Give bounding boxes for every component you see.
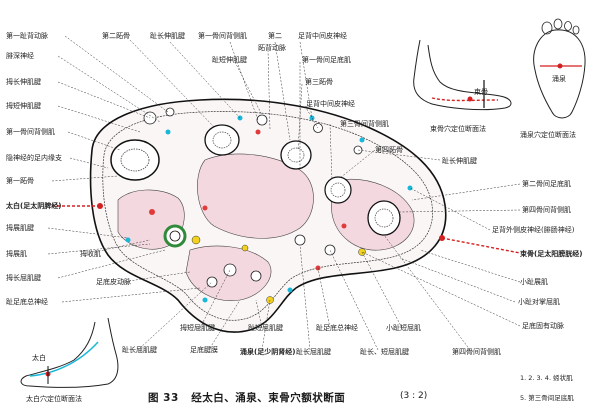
label-third-dorsal-interosseous: 第三骨间背侧肌 (340, 120, 389, 128)
label-saphenous-nerve-branch: 隐神经的足内缘支 (6, 154, 62, 162)
label-abductor-hallucis: 拇展肌 (6, 250, 27, 258)
label-fourth-metatarsal: 第四跖骨 (375, 146, 403, 154)
label-fdl-tendon-1: 趾长屈肌腱 (122, 346, 157, 354)
label-dorsal-metatarsal-artery: 跖背动脉 (258, 44, 286, 52)
note-lumbricals: 1. 2. 3. 4. 蚓状肌 (520, 374, 573, 382)
label-intermediate-dorsal-cutaneous-nerve-2: 足背中间皮神经 (306, 100, 355, 108)
figure-title: 经太白、涌泉、束骨穴额状断面 (191, 392, 346, 404)
label-ehb-tendon: 拇短伸肌腱 (6, 102, 41, 110)
figure-number: 图 33 (148, 392, 179, 404)
label-plantar-aponeurosis: 足底腱膜 (190, 346, 218, 354)
label-first-metatarsal: 第一跖骨 (6, 177, 34, 185)
label-second-metatarsal: 第二跖骨 (102, 32, 130, 40)
label-edb-tendon: 趾短伸肌腱 (212, 56, 247, 64)
label-fourth-dorsal-interosseous: 第四骨间背侧肌 (522, 206, 571, 214)
label-fdl-fdb-tendons: 趾长、短屈肌腱 (360, 348, 409, 356)
label-abductor-hallucis-tendon: 拇展肌腱 (6, 224, 34, 232)
label-fhl-tendon: 拇长屈肌腱 (6, 274, 41, 282)
label-fhb-tendon: 拇短屈肌腱 (180, 324, 215, 332)
label-fdb-tendon: 趾短屈肌腱 (248, 324, 283, 332)
second-metatarsal-bone (204, 124, 240, 156)
note-third-plantar-interosseous: 5. 第三骨间足底肌 (520, 394, 574, 402)
shugu-inset-title: 束骨穴定位断面法 (430, 125, 486, 133)
label-flexor-digiti-minimi-brevis: 小趾短屈肌 (386, 324, 421, 332)
fascia-line (102, 111, 433, 321)
label-intermediate-dorsal-cutaneous-nerve-1: 足背中间皮神经 (298, 32, 347, 40)
taibai-inset-label: 太白 (32, 354, 46, 362)
fourth-metatarsal-bone (324, 176, 352, 204)
label-second-plantar-interosseous: 第二骨间足底肌 (522, 180, 571, 188)
label-deep-peroneal-nerve: 腓深神经 (6, 52, 34, 60)
taibai-inset-foot (20, 317, 119, 388)
first-metatarsal-bone (110, 139, 160, 181)
shugu-inset-label: 束骨 (474, 88, 488, 96)
right-leader-lines (339, 149, 521, 327)
label-first-dorsal-interosseous: 第一骨间背侧肌 (6, 128, 55, 136)
label-plantar-cutaneous-artery: 足底皮动脉 (96, 278, 131, 286)
label-proper-plantar-artery: 足底固有动脉 (522, 322, 564, 330)
figure-ratio: (3 : 2) (400, 391, 428, 401)
shugu-acupoint-marker (441, 237, 521, 254)
vessel-dots (125, 115, 413, 304)
figure-caption: 图 33 经太白、涌泉、束骨穴额状断面 (148, 390, 345, 405)
label-third-metatarsal: 第三跖骨 (305, 78, 333, 86)
top-leader-lines (129, 39, 333, 181)
bottom-leader-lines (94, 234, 471, 351)
label-first-dorsal-metatarsal-artery: 第一趾背动脉 (6, 32, 48, 40)
yongquan-inset-label: 涌泉 (552, 75, 566, 83)
label-abductor-digiti-minimi: 小趾展肌 (520, 278, 548, 286)
label-adductor-hallucis: 拇收肌 (80, 250, 101, 258)
label-fourth-dorsal-interosseous-bottom: 第四骨间背侧肌 (452, 348, 501, 356)
label-fdl-tendon-2: 趾长屈肌腱 (296, 348, 331, 356)
label-common-plantar-digital-nerve-bottom: 趾足底总神经 (316, 324, 358, 332)
label-second: 第二 (268, 32, 282, 40)
fifth-metatarsal-bone (367, 200, 401, 236)
label-edl-tendon-top: 趾长伸肌腱 (150, 32, 185, 40)
label-shugu-acupoint: 束骨(足太阳膀胱经) (520, 250, 583, 258)
label-common-plantar-digital-nerve-left: 趾足底总神经 (6, 298, 48, 306)
left-leader-lines (47, 35, 201, 303)
label-first-plantar-interosseous: 第一骨间足底肌 (302, 56, 351, 64)
third-metatarsal-bone (280, 140, 312, 170)
yongquan-inset-title: 涌泉穴定位断面法 (520, 131, 576, 139)
taibai-inset-title: 太白穴定位断面法 (26, 395, 82, 403)
label-first-dorsal-interosseous-top: 第一骨间背侧肌 (198, 32, 247, 40)
label-opponens-digiti-minimi: 小趾对掌屈肌 (518, 298, 560, 306)
shugu-inset-foot (413, 39, 512, 111)
label-edl-tendon-right: 趾长伸肌腱 (442, 157, 477, 165)
label-sural-nerve: 足背外侧皮神经(腓肠神经) (492, 226, 575, 234)
label-yongquan-acupoint: 涌泉(足少阴肾经) (240, 348, 296, 356)
yongquan-inset-sole (533, 18, 586, 119)
muscle-region-central (197, 153, 314, 239)
label-taibai-acupoint: 太白(足太阴脾经) (6, 202, 62, 210)
label-ehl-tendon: 拇长伸肌腱 (6, 78, 41, 86)
